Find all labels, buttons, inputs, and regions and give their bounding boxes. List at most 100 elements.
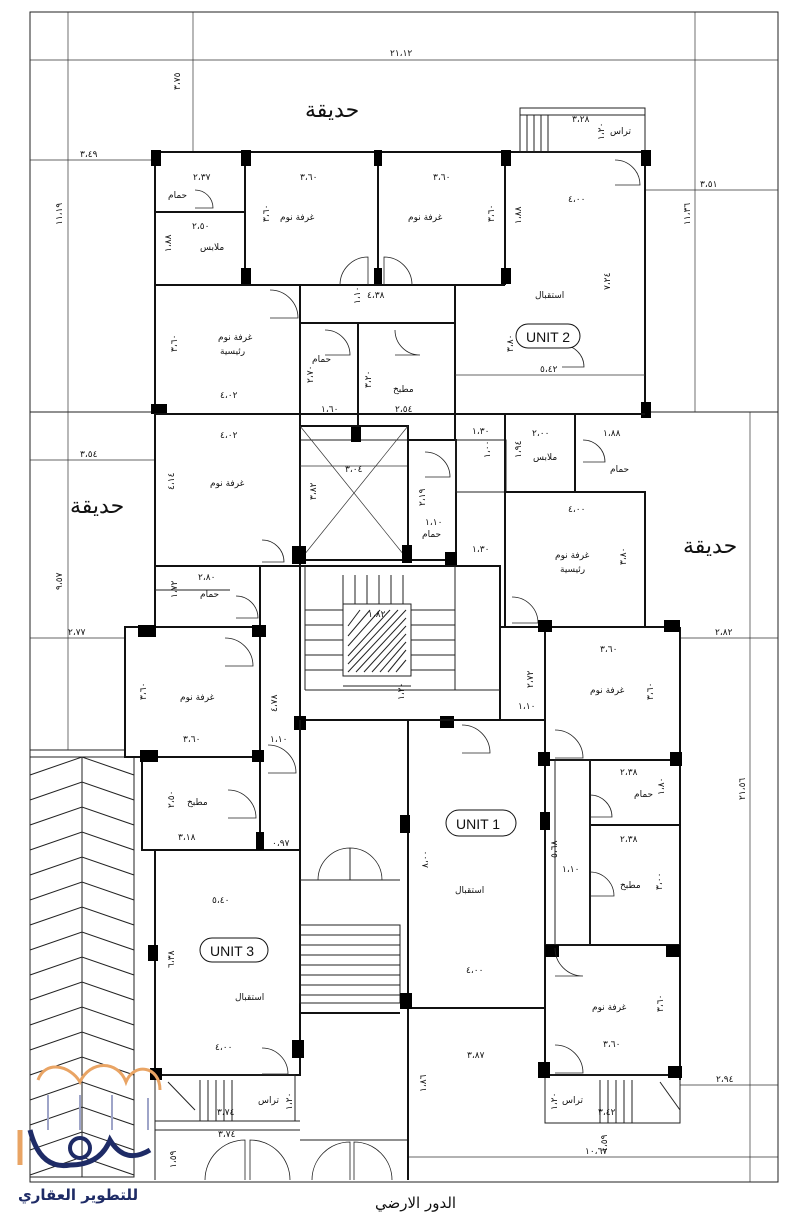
door xyxy=(461,724,491,754)
dim-total-width: ٢١،١٢ xyxy=(390,49,412,59)
dim-bath-top: ٢،٣٧ xyxy=(193,173,211,183)
room-label-dressing: ملابس xyxy=(533,453,557,463)
dim-hall-h: ١،١٠ xyxy=(353,287,363,304)
dim-lift-w: ٣،٠٤ xyxy=(345,465,363,475)
dim-small-097: ٠،٩٧ xyxy=(272,839,290,849)
dim-left-garden-2: ٣،٥٤ xyxy=(80,450,98,460)
dim-u1-hall-w: ١،١٠ xyxy=(562,865,579,875)
site-boundary xyxy=(29,11,779,1183)
garden-label-left: حديقة xyxy=(70,494,124,519)
column xyxy=(538,620,552,632)
door xyxy=(554,947,584,977)
door xyxy=(249,1139,291,1181)
column xyxy=(400,815,410,833)
dim-stair-w: ١،٨٢ xyxy=(368,610,386,620)
unit1-label-box xyxy=(445,809,517,837)
column xyxy=(402,545,412,563)
door xyxy=(235,595,259,619)
door xyxy=(554,729,584,759)
dim-unit2-h3: ١،٨٨ xyxy=(514,206,524,224)
dim-unit3-w: ٥،٤٠ xyxy=(212,896,229,906)
dim-unit2-h2: ٣،٨٠ xyxy=(506,335,516,352)
unit-3 xyxy=(124,566,301,1180)
dim-u1-corr-w: ١،١٠ xyxy=(518,702,535,712)
column xyxy=(501,150,511,166)
column xyxy=(538,1062,550,1078)
column xyxy=(151,150,161,166)
dim-unit2-w2: ٥،٤٢ xyxy=(540,365,558,375)
room-label-bedroom: غرفة نوم xyxy=(408,213,443,223)
dim-bath4-h: ١،٧٢ xyxy=(170,580,180,598)
room-label-master-1: غرفة نوم xyxy=(555,551,590,561)
garden-label-right: حديقة xyxy=(683,534,737,559)
door xyxy=(194,189,214,209)
dim-bottom-total: ١٠،٦٧ xyxy=(585,1147,607,1157)
dim-bath3-w: ١،١٠ xyxy=(425,518,442,528)
door xyxy=(204,1139,246,1181)
dim-bed3-w: ٣،٦٠ xyxy=(183,735,200,745)
unit-2 xyxy=(154,107,646,441)
logo-text: للتطوير العقاري xyxy=(18,1186,138,1205)
room-label-bathroom: حمام xyxy=(610,465,629,475)
door xyxy=(582,439,606,463)
column xyxy=(540,812,550,830)
dim-kitchen-h: ٣،٢٠ xyxy=(364,371,374,388)
column xyxy=(374,268,382,284)
room-label-bathroom: حمام xyxy=(312,355,331,365)
dim-bath3-h: ٢،١٩ xyxy=(418,488,428,506)
dim-small-159b: ١،٥٩ xyxy=(600,1134,610,1152)
room-label-terrace: تراس xyxy=(610,127,631,137)
dim-bed-h2: ٤،١٤ xyxy=(167,472,177,490)
room-label-bedroom: غرفة نوم xyxy=(180,693,215,703)
dim-bath2-w: ١،٦٠ xyxy=(321,405,338,415)
door xyxy=(261,1047,289,1075)
dim-u1-bed2-w: ٣،٦٠ xyxy=(603,1040,620,1050)
room-label-bedroom: غرفة نوم xyxy=(280,213,315,223)
dim-right-garden-3: ٢،٨٢ xyxy=(715,628,733,638)
column xyxy=(641,402,651,418)
room-label-reception: استقبال xyxy=(455,886,484,896)
door xyxy=(383,256,413,286)
dim-left-garden-3: ٢،٧٧ xyxy=(68,628,86,638)
dim-dress-h: ١،٨٨ xyxy=(164,234,174,252)
door xyxy=(589,794,613,818)
dim-terrace-h: ١،٢٠ xyxy=(597,123,607,140)
room-label-master-1: غرفة نوم xyxy=(218,333,253,343)
room-label-kitchen: مطبخ xyxy=(393,385,414,395)
dim-terrace3-h: ١،٢٠ xyxy=(285,1093,295,1110)
column xyxy=(670,752,682,766)
dim-dress-w: ٢،٥٠ xyxy=(192,222,209,232)
dim-unit3-h: ٦،٣٨ xyxy=(167,950,177,968)
dim-unit2-h: ٧،٢٤ xyxy=(603,272,613,290)
dim-u1-recep-h: ٨،٠٠ xyxy=(421,851,431,868)
door xyxy=(267,744,297,774)
dim-right-depth-1: ١١،٣٦ xyxy=(683,203,693,225)
unit3-label: UNIT 3 xyxy=(210,943,254,959)
dim-lift-h: ٣،٨٢ xyxy=(309,482,319,500)
unit2-label: UNIT 2 xyxy=(526,329,570,345)
column xyxy=(374,150,382,166)
door xyxy=(554,1044,584,1074)
column xyxy=(538,752,550,766)
room-label-bedroom: غرفة نوم xyxy=(592,1003,627,1013)
dim-stair-h: ١،٢٠ xyxy=(397,683,407,700)
dim-u1-bath-w: ٢،٣٨ xyxy=(620,768,638,778)
dim-right-garden-1: ٣،٥١ xyxy=(700,180,717,190)
dim-bed3-h: ٣،٦٠ xyxy=(139,683,149,700)
column xyxy=(138,625,156,637)
dim-unit2-w: ٤،٠٠ xyxy=(568,195,585,205)
dim-corr-h: ٤،٧٨ xyxy=(270,694,280,712)
column xyxy=(252,750,264,762)
room-label-reception: استقبال xyxy=(235,993,264,1003)
door xyxy=(269,289,299,319)
column xyxy=(445,552,457,566)
dim-master-h: ٣،٦٠ xyxy=(170,335,180,352)
door xyxy=(339,256,369,286)
dim-kit3-w: ٣،١٨ xyxy=(178,833,196,843)
dim-bed-w: ٣،٦٠ xyxy=(300,173,317,183)
garden-label-top: حديقة xyxy=(305,98,359,123)
unit1-label: UNIT 1 xyxy=(456,816,500,832)
room-label-bedroom: غرفة نوم xyxy=(210,479,245,489)
dim-u1-corr2-h: ١،٨٦ xyxy=(419,1074,429,1092)
dim-master-w: ٤،٠٢ xyxy=(220,431,238,441)
